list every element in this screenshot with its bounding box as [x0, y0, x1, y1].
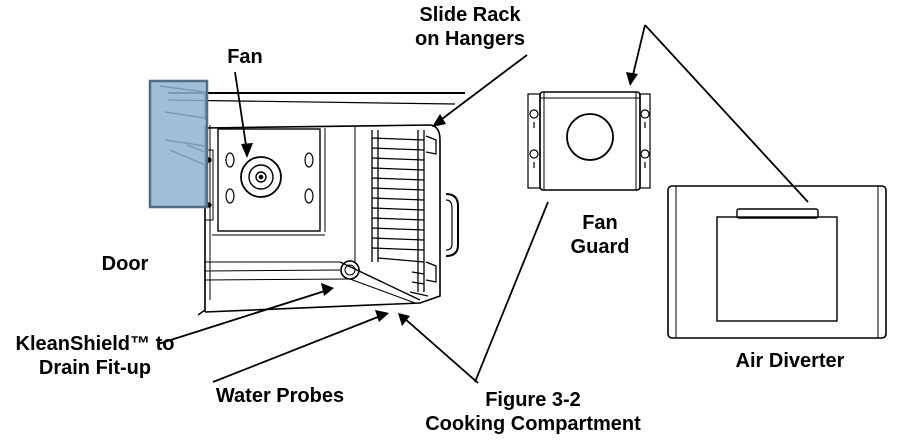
slide-rack-line-1: Slide Rack — [419, 4, 521, 26]
air-diverter-label: Air Diverter — [735, 350, 845, 372]
fan-label: Fan — [227, 46, 263, 68]
water-probes-label: Water Probes — [215, 385, 345, 407]
door-label: Door — [101, 253, 149, 275]
leader-lines — [157, 24, 809, 384]
fan-guard-label: Fan Guard — [560, 211, 640, 259]
fan-assembly — [225, 152, 314, 204]
oven-handle — [445, 193, 459, 257]
fan-guard-part — [527, 91, 651, 191]
kleanshield-label: KleanShield™ to Drain Fit-up — [0, 332, 190, 380]
figure-number: Figure 3-2 — [485, 389, 581, 411]
door-side-panel — [148, 79, 209, 209]
kleanshield-line-2: Drain Fit-up — [38, 357, 152, 379]
air-diverter-part — [667, 185, 887, 339]
figure-caption: Figure 3-2 Cooking Compartment — [398, 388, 668, 436]
fan-guard-line-2: Guard — [570, 236, 630, 258]
figure-title: Cooking Compartment — [425, 413, 641, 435]
drain-fitting — [340, 260, 360, 280]
slide-rack — [371, 130, 437, 297]
fan-guard-line-1: Fan — [582, 212, 618, 234]
slide-rack-label: Slide Rack on Hangers — [400, 3, 540, 51]
kleanshield-line-1: KleanShield™ to — [15, 333, 175, 355]
slide-rack-line-2: on Hangers — [414, 28, 526, 50]
arrowheads — [241, 72, 638, 326]
